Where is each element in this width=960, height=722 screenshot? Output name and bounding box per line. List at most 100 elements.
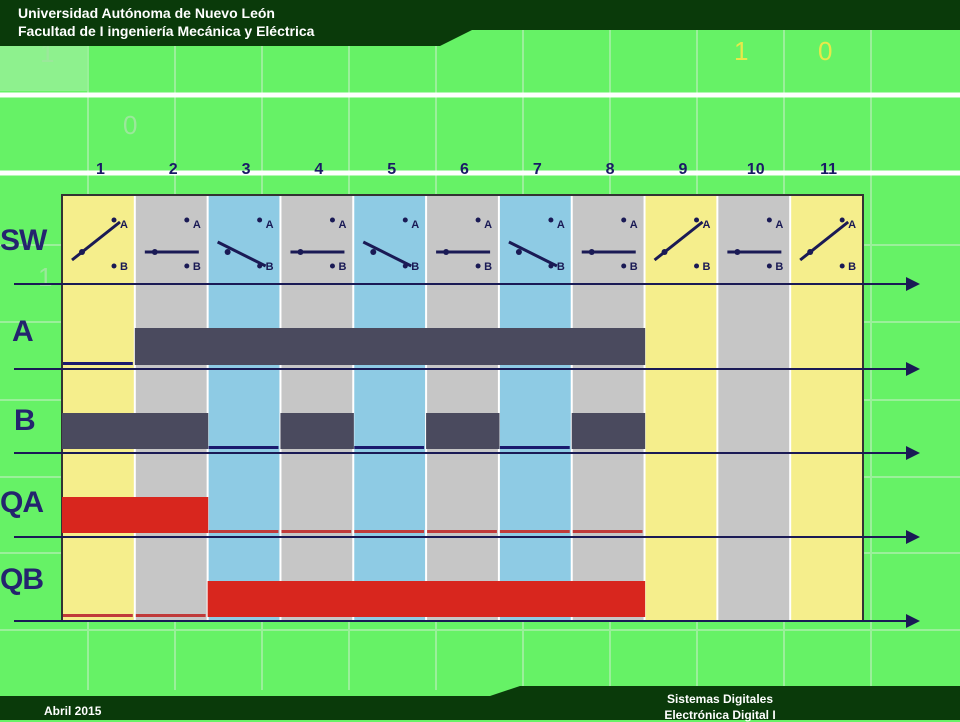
switch-label-a: A [848, 219, 856, 231]
column-background [571, 195, 645, 621]
bg-digit: 1 [734, 36, 749, 66]
column-background [207, 195, 281, 621]
header-bar [0, 0, 960, 46]
signal-high-b [426, 413, 500, 449]
column-number: 3 [241, 161, 251, 178]
signal-low-qa [354, 530, 425, 533]
switch-label-b: B [120, 261, 128, 273]
switch-arm [508, 240, 558, 268]
column-background [717, 195, 791, 621]
signal-low-qa [208, 530, 279, 533]
time-axis-arrowhead [906, 362, 920, 376]
signal-low-b [499, 446, 570, 449]
column-number: 9 [678, 161, 688, 178]
footer-subject: Electrónica Digital I [664, 708, 776, 722]
column-number: 11 [820, 161, 838, 178]
switch-contact-b [694, 263, 700, 269]
signal-high-a [498, 328, 573, 365]
column-background [426, 195, 499, 621]
column-number: 5 [387, 161, 397, 178]
switch-contact-b [184, 263, 190, 269]
switch-contact-b [839, 263, 845, 269]
signal-high-b [134, 413, 209, 449]
signal-low-qa [281, 530, 352, 533]
row-label-a: A [12, 315, 34, 348]
switch-label-b: B [193, 261, 201, 273]
time-axis-arrowhead [906, 277, 920, 291]
time-axis-arrowhead [906, 614, 920, 628]
switch-label-a: A [411, 219, 419, 231]
signal-low-b [208, 446, 279, 449]
signal-high-a [353, 328, 427, 365]
signal-high-qb [280, 581, 354, 617]
switch-label-a: A [630, 219, 638, 231]
footer-bar [0, 682, 960, 720]
bg-digit: 0 [123, 110, 138, 140]
column-number: 6 [460, 161, 469, 178]
time-axis-arrowhead [906, 530, 920, 544]
switch-contact-a [402, 217, 408, 223]
switch-arm [362, 240, 412, 268]
switch-label-b: B [703, 261, 711, 273]
switch-label-a: A [775, 219, 783, 231]
switch-contact-b [475, 263, 481, 269]
signal-low-qa [572, 530, 643, 533]
switch-pivot [224, 249, 231, 255]
column-number: 4 [314, 161, 324, 178]
signal-high-a [207, 328, 282, 365]
switch-contact-a [548, 217, 554, 223]
switch-label-a: A [120, 219, 128, 231]
signal-high-qb [353, 581, 427, 617]
signal-high-b [280, 413, 354, 449]
signal-high-a [134, 328, 209, 365]
switch-contact-a [766, 217, 772, 223]
signal-high-qa [134, 497, 209, 533]
switch-contact-b [329, 263, 335, 269]
switch-label-a: A [557, 219, 565, 231]
switch-arm [71, 220, 121, 262]
switch-label-b: B [775, 261, 783, 273]
switch-label-a: A [338, 219, 346, 231]
column-background [134, 195, 208, 621]
signal-high-qb [498, 581, 573, 617]
column-background [790, 195, 863, 621]
signal-high-a [280, 328, 354, 365]
switch-label-a: A [703, 219, 711, 231]
column-number: 7 [532, 161, 542, 178]
column-number: 1 [95, 161, 105, 178]
footer-course: Sistemas Digitales [666, 692, 774, 706]
switch-contact-a [184, 217, 190, 223]
signal-low-b [354, 446, 425, 449]
switch-label-b: B [484, 261, 492, 273]
column-number: 2 [168, 161, 178, 178]
switch-arm [653, 220, 704, 262]
switch-label-b: B [557, 261, 565, 273]
switch-contact-b [766, 263, 772, 269]
column-background [62, 195, 135, 621]
row-label-sw: SW [0, 224, 47, 257]
switch-contact-a [329, 217, 335, 223]
column-background [644, 195, 718, 621]
header-university: Universidad Autónoma de Nuevo León [18, 5, 275, 21]
switch-contact-b [111, 263, 117, 269]
switch-arm [216, 240, 267, 268]
signal-high-b [571, 413, 646, 449]
header-faculty: Facultad de I ingeniería Mecánica y Eléc… [18, 23, 315, 39]
column-background [498, 195, 572, 621]
switch-pivot [515, 249, 522, 255]
switch-contact-a [839, 217, 845, 223]
signal-high-qa [62, 497, 136, 533]
switch-label-b: B [848, 261, 856, 273]
time-axis-arrowhead [906, 446, 920, 460]
switch-contact-a [475, 217, 481, 223]
column-number: 10 [746, 161, 765, 178]
switch-contact-a [694, 217, 700, 223]
signal-high-b [62, 413, 136, 449]
row-label-b: B [14, 404, 36, 437]
switch-label-a: A [266, 219, 274, 231]
row-label-qb: QB [0, 563, 44, 596]
column-background [353, 195, 427, 621]
signal-low-qa [427, 530, 497, 533]
signal-high-a [571, 328, 646, 365]
